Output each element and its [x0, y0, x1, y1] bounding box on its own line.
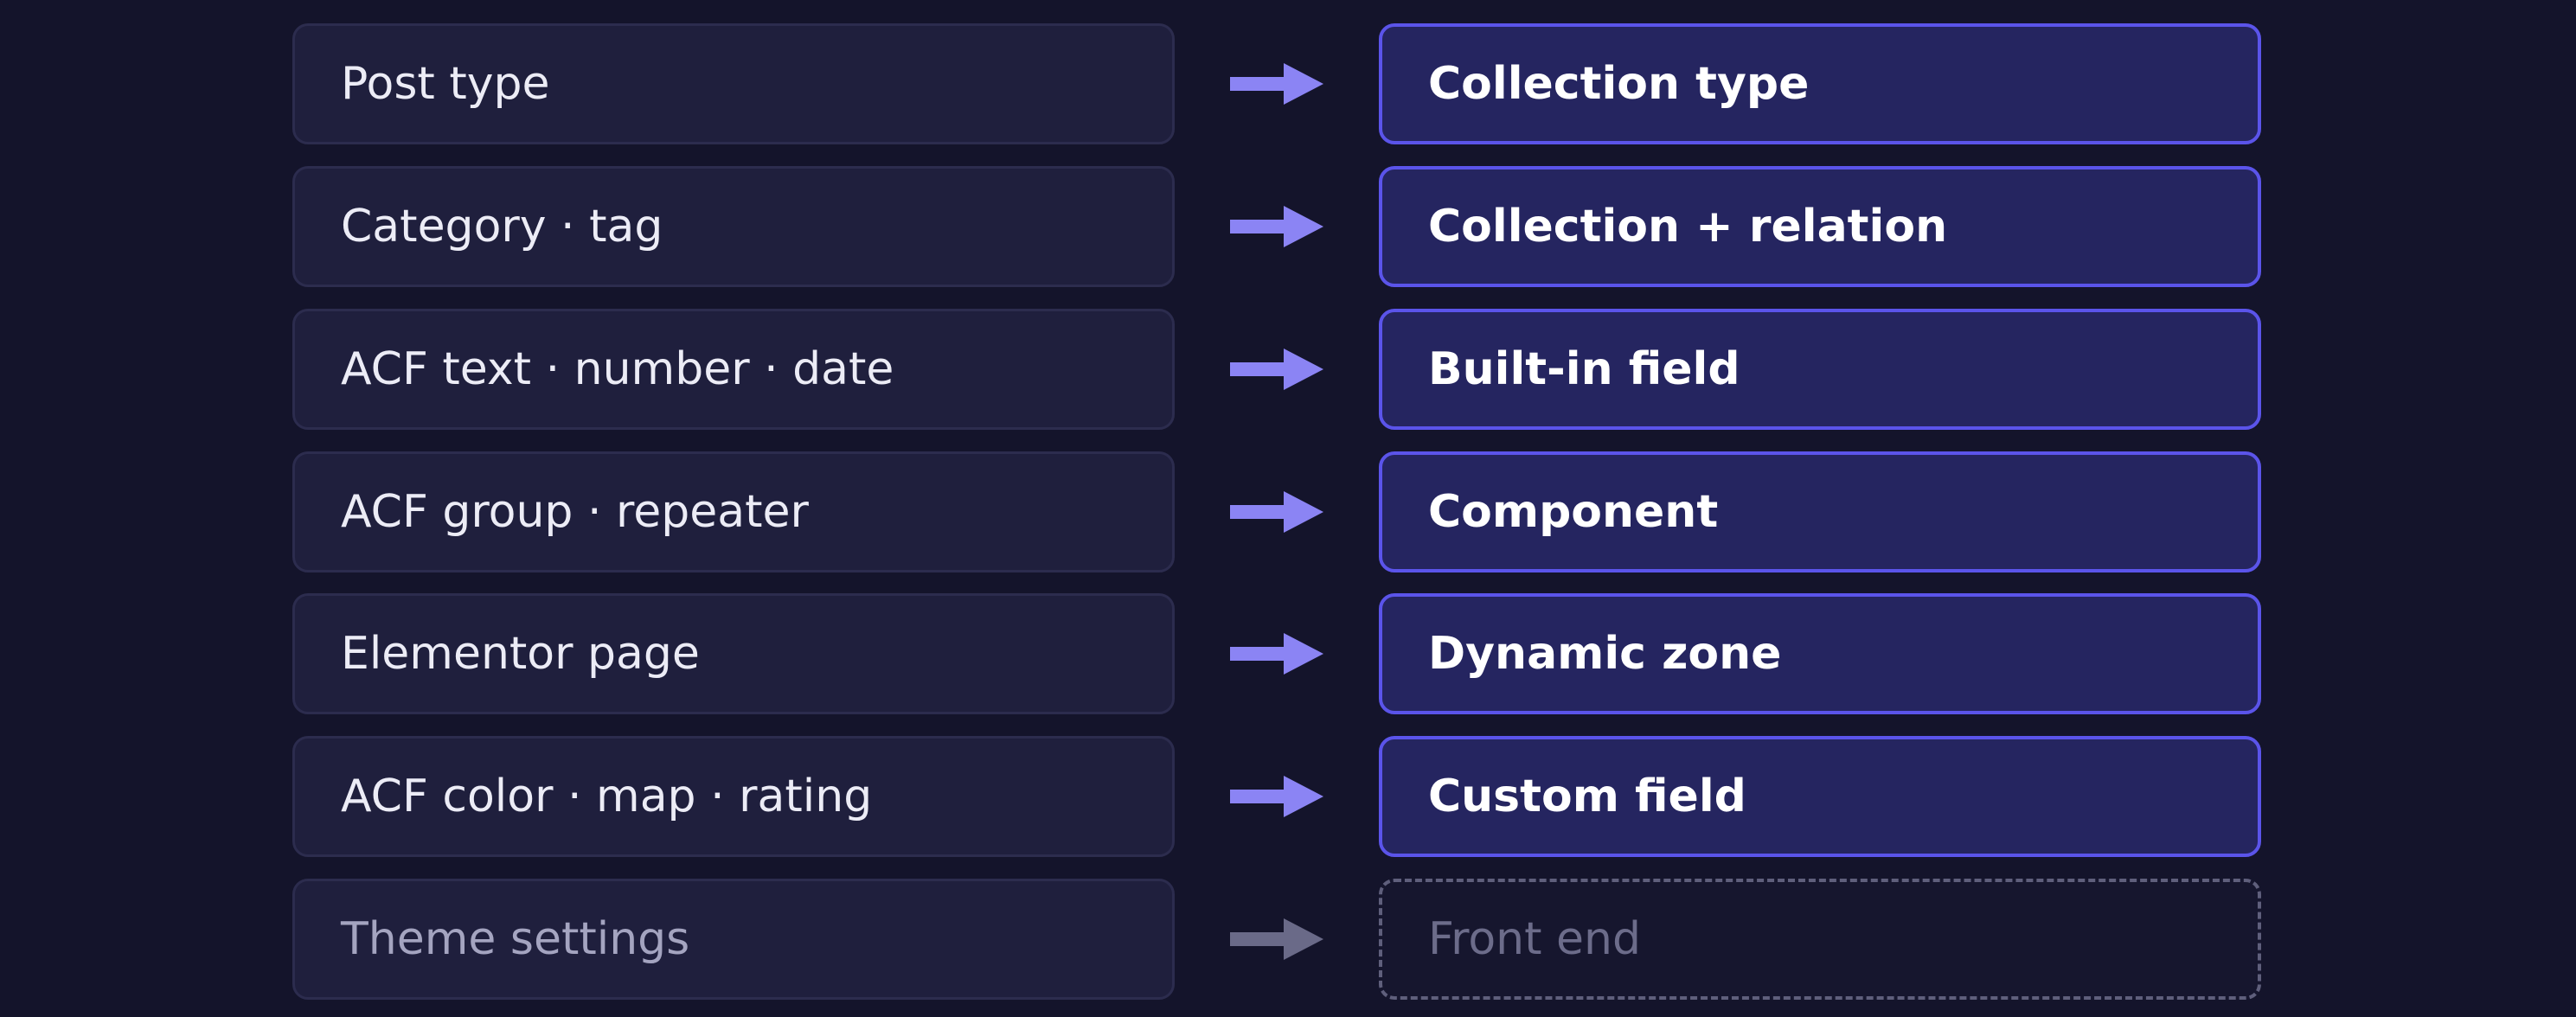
- target-box: Dynamic zone: [1379, 593, 2261, 714]
- target-box: Component: [1379, 451, 2261, 572]
- source-box: Category · tag: [292, 166, 1175, 287]
- mapping-row-elementor-page: Elementor page Dynamic zone: [0, 593, 2576, 714]
- source-box: ACF text · number · date: [292, 309, 1175, 430]
- target-label: Collection type: [1428, 58, 1810, 110]
- arrow-right-icon: [1230, 206, 1323, 247]
- source-label: ACF color · map · rating: [341, 771, 873, 822]
- target-label: Custom field: [1428, 771, 1746, 822]
- arrow-right-icon: [1230, 63, 1323, 105]
- source-box: ACF group · repeater: [292, 451, 1175, 572]
- target-box: Collection type: [1379, 23, 2261, 144]
- target-label: Collection + relation: [1428, 201, 1948, 253]
- target-label: Dynamic zone: [1428, 628, 1782, 680]
- arrow-right-icon: [1230, 776, 1323, 817]
- source-label: Category · tag: [341, 201, 663, 253]
- target-label: Component: [1428, 486, 1719, 538]
- mapping-row-category-tag: Category · tag Collection + relation: [0, 166, 2576, 287]
- target-box: Built-in field: [1379, 309, 2261, 430]
- source-box: Elementor page: [292, 593, 1175, 714]
- source-box: ACF color · map · rating: [292, 736, 1175, 857]
- arrow-right-icon: [1230, 633, 1323, 675]
- mapping-row-acf-text: ACF text · number · date Built-in field: [0, 309, 2576, 430]
- arrow-right-icon: [1230, 349, 1323, 390]
- arrow-right-icon: [1230, 491, 1323, 533]
- source-label: Post type: [341, 58, 550, 110]
- source-box: Post type: [292, 23, 1175, 144]
- target-box: Collection + relation: [1379, 166, 2261, 287]
- mapping-row-post-type: Post type Collection type: [0, 23, 2576, 144]
- source-label: ACF text · number · date: [341, 343, 894, 395]
- mapping-row-theme-settings: Theme settings Front end: [0, 879, 2576, 1000]
- arrow-right-icon: [1230, 918, 1323, 960]
- target-label: Front end: [1428, 913, 1642, 965]
- source-label: Elementor page: [341, 628, 700, 680]
- target-box-dashed: Front end: [1379, 879, 2261, 1000]
- source-label: Theme settings: [341, 913, 690, 965]
- source-box: Theme settings: [292, 879, 1175, 1000]
- target-box: Custom field: [1379, 736, 2261, 857]
- source-label: ACF group · repeater: [341, 486, 809, 538]
- mapping-row-acf-group: ACF group · repeater Component: [0, 451, 2576, 572]
- target-label: Built-in field: [1428, 343, 1740, 395]
- mapping-row-acf-color: ACF color · map · rating Custom field: [0, 736, 2576, 857]
